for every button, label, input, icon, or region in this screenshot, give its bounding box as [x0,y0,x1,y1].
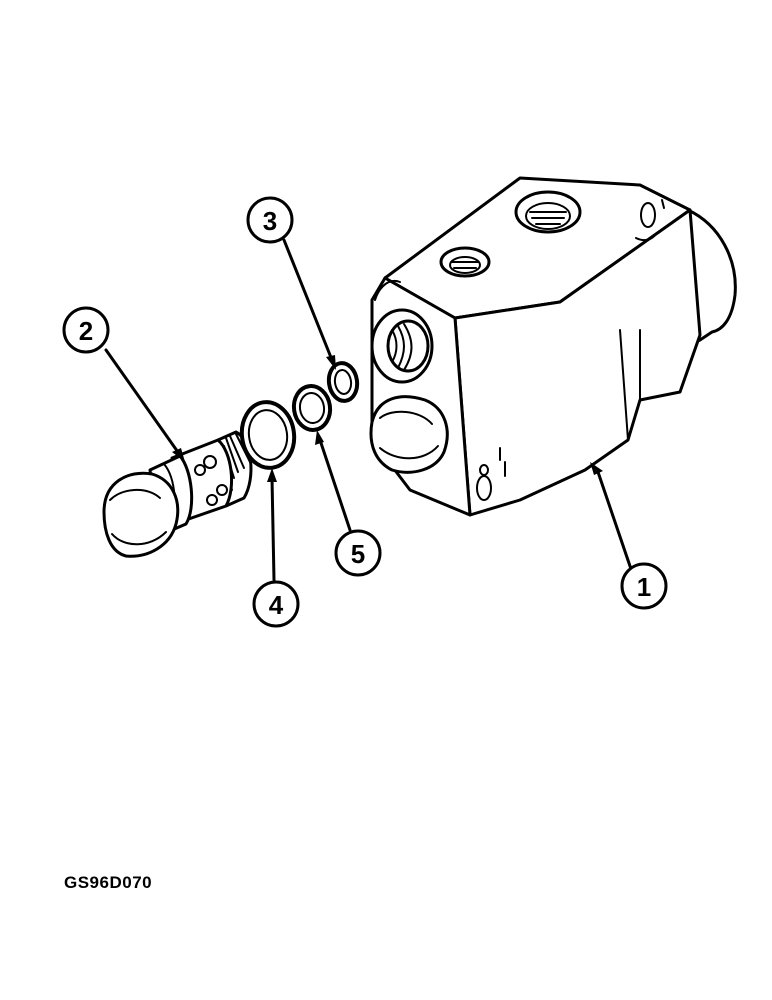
callout-number: 5 [351,539,365,569]
callout-1: 1 [620,562,668,610]
callout-number: 3 [263,206,277,236]
valve-body [369,176,737,517]
callout-2: 2 [62,306,110,354]
callout-5: 5 [334,529,382,577]
callout-4: 4 [252,580,300,628]
backup-ring-small [326,361,360,403]
callout-3: 3 [246,196,294,244]
leader-lines [104,238,634,582]
figure-code: GS96D070 [64,873,153,892]
callout-number: 1 [637,572,651,602]
callout-number: 2 [79,316,93,346]
callout-number: 4 [269,590,284,620]
o-ring-medium [291,384,333,432]
